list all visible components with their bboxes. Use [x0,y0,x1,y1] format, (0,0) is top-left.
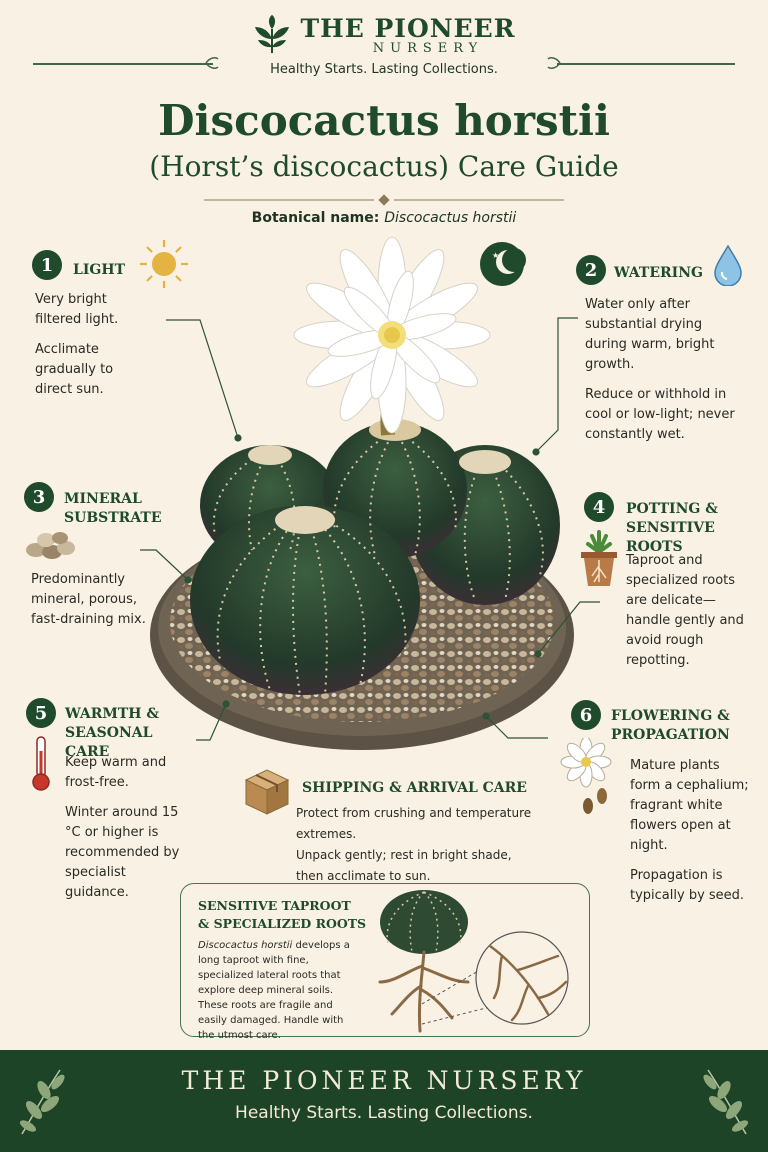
substrate-text: Predominantly mineral, porous, fast-drai… [31,572,146,627]
water-drop-icon [714,244,742,286]
footer-tagline: Healthy Starts. Lasting Collections. [235,1103,533,1123]
cactus-illustration: ★ [140,236,600,750]
thermometer-icon [32,736,50,791]
section-number-1: 1 [32,250,62,280]
warmth-text: Keep warm and frost-free. Winter around … [65,755,180,900]
light-text: Very bright filtered light. Acclimate gr… [35,292,119,397]
roots-text: Discocactus horstii develops a long tapr… [198,940,350,1041]
title-divider [204,194,564,206]
leaf-logo-icon [254,15,289,53]
footer-brand-name: THE PIONEER NURSERY [181,1066,587,1095]
botanical-name: Botanical name: Discocactus horstii [251,210,517,226]
section-title-watering: WATERING [614,265,703,281]
section-number-2: 2 [576,255,606,285]
page-title: Discocactus horstii [158,96,610,145]
pebbles-icon [26,532,75,559]
section-title-mineral-substrate: MINERAL SUBSTRATE [64,491,162,526]
sun-icon [140,240,188,288]
box-icon [244,769,290,815]
brand-tagline: Healthy Starts. Lasting Collections. [270,62,498,77]
shipping-text: Protect from crushing and temperature ex… [296,806,532,883]
brand-name: THE PIONEER [300,14,516,43]
sprig-right-icon [547,57,561,69]
flower-seed-icon [560,738,612,814]
leaf-branch-right-icon [703,1069,749,1135]
potting-text: Taproot and specialized roots are delica… [626,553,744,668]
potted-plant-icon [581,530,617,586]
section-number-5: 5 [26,698,56,728]
footer: THE PIONEER NURSERY Healthy Starts. Last… [0,1050,768,1152]
section-title-light: LIGHT [73,262,125,278]
leaf-branch-left-icon [19,1069,65,1135]
section-title-potting: POTTING & SENSITIVE ROOTS [626,501,718,555]
brand-subtitle: NURSERY [372,41,484,56]
divider-right [557,63,735,65]
section-title-flowering: FLOWERING & PROPAGATION [611,708,730,743]
roots-title: SENSITIVE TAPROOT & SPECIALIZED ROOTS [198,898,367,931]
sprig-left-icon [205,57,219,69]
watering-text: Water only after substantial drying duri… [585,297,735,442]
section-number-4: 4 [584,492,614,522]
taproot-illustration [378,890,569,1033]
shipping-title: SHIPPING & ARRIVAL CARE [302,780,527,796]
brand-header: THE PIONEER NURSERY Healthy Starts. Last… [0,14,768,77]
section-number-6: 6 [571,700,601,730]
divider-left [33,63,213,65]
flowering-text: Mature plants form a cephalium; fragrant… [630,758,749,903]
page-subtitle: (Horst’s discocactus) Care Guide [149,150,619,183]
svg-text:★: ★ [492,251,499,260]
section-title-warmth: WARMTH & SEASONAL CARE [65,706,159,760]
section-number-3: 3 [24,482,54,512]
